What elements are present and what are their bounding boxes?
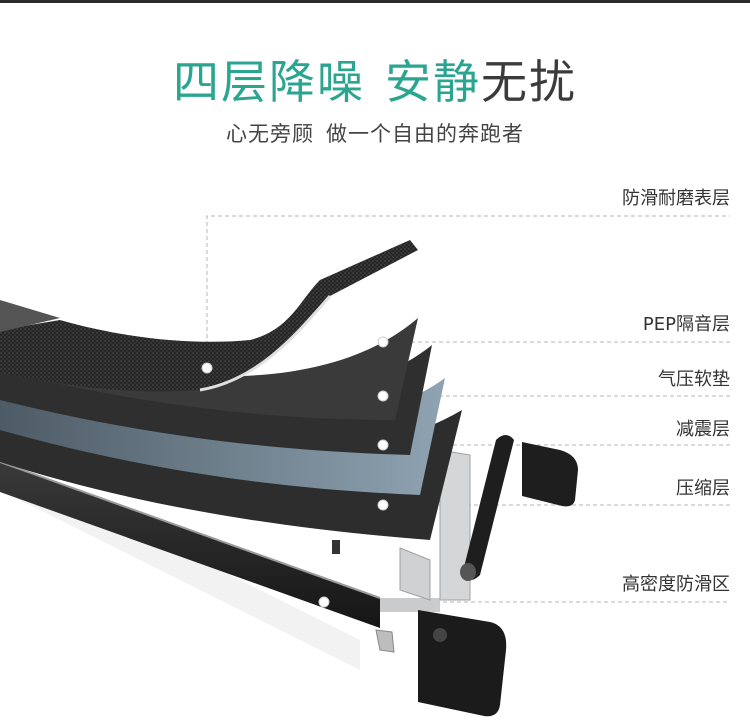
marker-dot-3 — [377, 390, 389, 402]
frame-bracket — [380, 598, 440, 612]
headline: 四层降噪安静无扰 — [0, 52, 750, 112]
leader-line-1 — [206, 215, 730, 366]
marker-dot-4 — [377, 439, 389, 451]
roller — [462, 435, 514, 580]
headline-part3: 无扰 — [481, 55, 577, 109]
leader-lines — [206, 215, 730, 603]
subtitle: 心无旁顾做一个自由的奔跑者 — [0, 118, 750, 148]
end-cap — [418, 610, 507, 717]
top-rule — [0, 0, 750, 3]
marker-dots — [201, 336, 389, 608]
layer-label-pep: PEP隔音层 — [642, 314, 730, 335]
marker-dot-5 — [377, 499, 389, 511]
frame-upright — [439, 449, 471, 601]
marker-dot-6 — [318, 596, 330, 608]
layer-label-surface: 防滑耐磨表层 — [622, 188, 730, 209]
layer-surface — [0, 240, 418, 392]
layer-label-shock: 减震层 — [676, 419, 730, 440]
layer-air-cushion — [0, 345, 432, 455]
marker-dot-2 — [377, 336, 389, 348]
layer-pep — [0, 318, 418, 420]
roller-cap — [522, 442, 578, 507]
headline-part2: 安静 — [385, 55, 481, 109]
clip — [375, 629, 395, 653]
marker-dot-1 — [201, 362, 213, 374]
subtitle-part2: 做一个自由的奔跑者 — [326, 122, 524, 146]
layer-label-air-cushion: 气压软垫 — [658, 369, 730, 390]
headline-part1: 四层降噪 — [173, 55, 365, 109]
layer-label-compression: 压缩层 — [676, 478, 730, 499]
frame-rail — [0, 462, 380, 628]
screw — [332, 540, 340, 554]
layer-label-anti-slip: 高密度防滑区 — [622, 574, 730, 595]
subtitle-part1: 心无旁顾 — [226, 122, 314, 146]
